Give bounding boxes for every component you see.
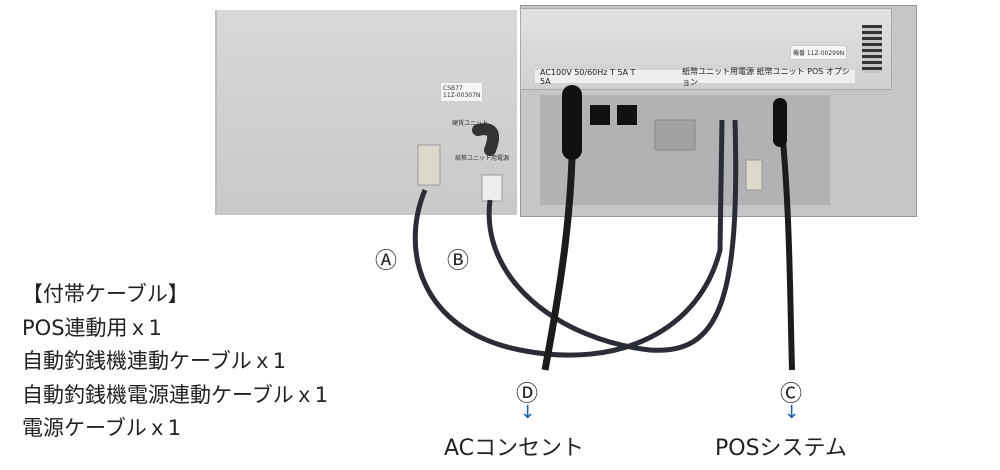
serial-text: 11Z-00307N [443,92,481,99]
port-names-text: 紙幣ユニット用電源 紙幣ユニット POS オプション [682,66,850,87]
legend-item: 自動釣銭機連動ケーブルｘ1 [22,349,287,373]
legend-item: POS連動用ｘ1 [22,315,162,340]
legend-item: 電源ケーブルｘ1 [22,416,182,440]
connector-c [745,159,763,191]
callout-b: Ⓑ [447,249,470,274]
cable-legend: 【付帯ケーブル】 POS連動用ｘ1 自動釣銭機連動ケーブルｘ1 自動釣銭機電源連… [22,278,328,446]
port-1 [590,105,610,125]
connector-a [417,144,441,186]
port-cover [654,119,696,151]
arrow-down-icon: ↓ [784,402,800,423]
callout-c: Ⓒ [780,382,803,407]
legend-title: 【付帯ケーブル】 [22,282,189,306]
serial-sticker: 機番 11Z-00299N [790,45,848,60]
pos-system-label: POSシステム [715,436,847,461]
coin-unit-model-sticker: CSB77 11Z-00307N [440,82,484,102]
cable-a [412,119,725,358]
legend-item: 自動釣銭機電源連動ケーブルｘ1 [22,382,329,407]
port-2 [617,105,637,125]
power-rating-text: AC100V 50/60Hz T 5A T 5A [540,67,636,86]
arrow-down-icon: ↓ [520,402,536,423]
bill-power-port-label: 紙幣ユニット用電源 [455,155,510,162]
coin-plug [472,123,499,156]
model-text: CSB77 [443,85,463,92]
callout-a: Ⓐ [375,249,398,274]
coin-unit-rear-panel [215,10,517,215]
callout-d: Ⓓ [516,382,539,407]
coin-unit-port-label: 硬貨ユニット [452,120,489,127]
cable-b [486,119,739,353]
port-label-strip: AC100V 50/60Hz T 5A T 5A 紙幣ユニット用電源 紙幣ユニッ… [535,67,855,87]
vent-grille [862,25,882,73]
connector-b [481,174,503,202]
ac-outlet-label: ACコンセント [444,436,585,461]
